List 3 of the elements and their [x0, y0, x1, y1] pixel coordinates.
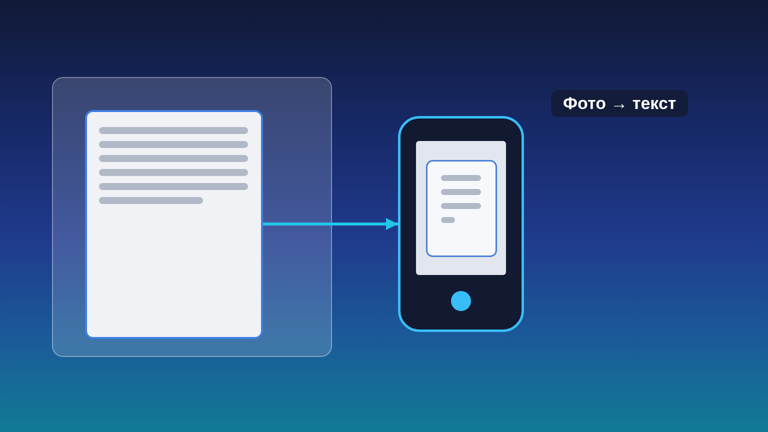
caption-tag: Фото → текст [551, 90, 688, 117]
arrow [263, 218, 398, 230]
phone-illustration [398, 116, 524, 332]
